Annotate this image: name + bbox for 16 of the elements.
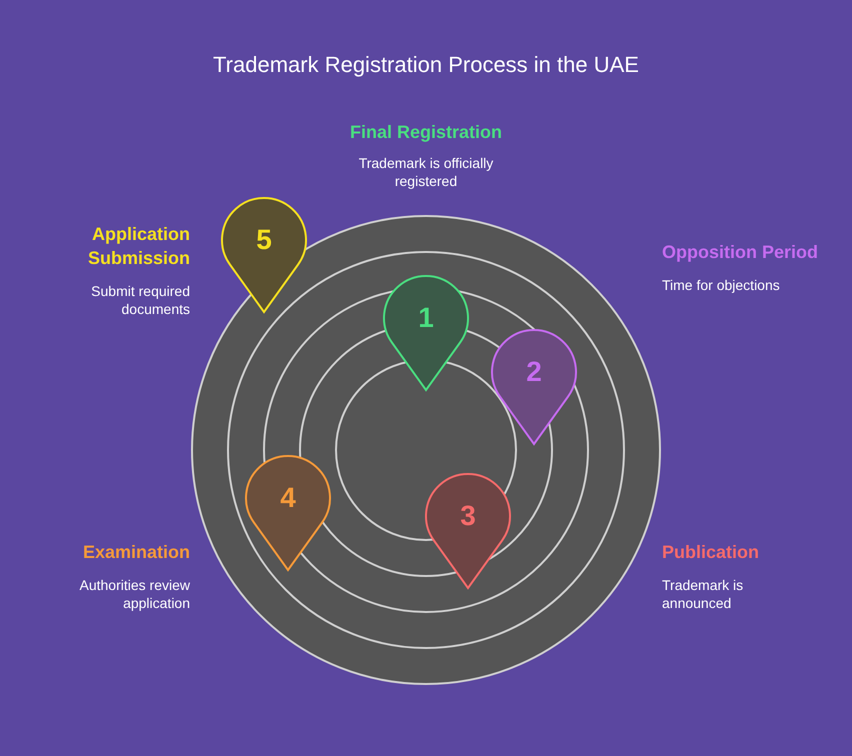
step-description: Trademark is announced: [662, 576, 744, 612]
step-number: 5: [255, 224, 273, 256]
step-description: Authorities review application: [78, 576, 190, 612]
step-heading: Examination: [82, 541, 190, 564]
step-heading: Opposition Period: [662, 241, 819, 264]
step-number: 1: [417, 302, 435, 334]
step-heading: Publication: [662, 541, 760, 564]
step-description: Trademark is officially registered: [358, 154, 494, 190]
step-description: Time for objections: [662, 276, 781, 294]
step-number: 4: [279, 482, 297, 514]
diagram-title: Trademark Registration Process in the UAE: [212, 52, 640, 78]
step-description: Submit required documents: [90, 282, 190, 318]
step-heading: Final Registration: [348, 121, 503, 144]
step-number: 3: [459, 500, 477, 532]
step-number: 2: [525, 356, 543, 388]
step-heading: Application Submission: [86, 223, 190, 270]
